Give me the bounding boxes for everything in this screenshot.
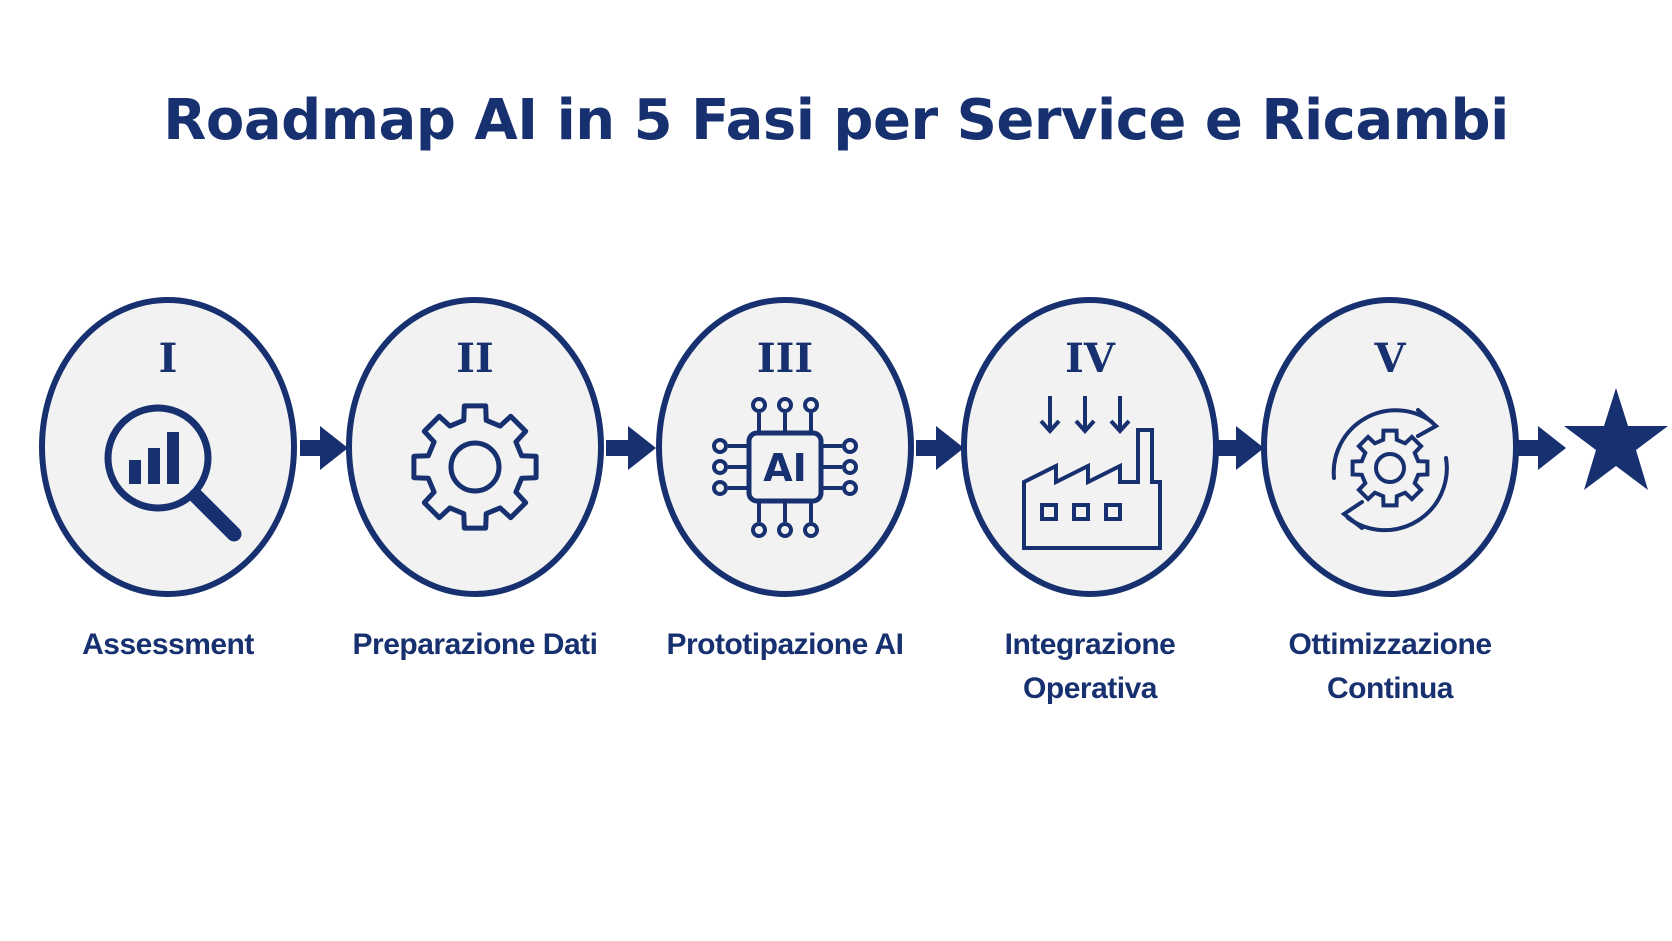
magnifier-bar-chart-icon (104, 404, 242, 542)
diagram-title: Roadmap AI in 5 Fasi per Service e Ricam… (163, 88, 1509, 153)
star-icon (1564, 388, 1668, 490)
arrow-1-2 (300, 426, 348, 470)
phase-3-numeral: III (757, 335, 813, 382)
phase-1: I Assessment (39, 297, 297, 661)
arrow-5-end (1518, 426, 1566, 470)
cycle-gear-icon (1331, 408, 1449, 533)
phase-5-circle (1261, 297, 1519, 597)
ai-chip-icon (712, 397, 858, 538)
phase-3-label-line-1: Prototipazione AI (666, 628, 903, 661)
phase-2-circle (346, 297, 604, 597)
phase-4-numeral: IV (1065, 335, 1116, 382)
arrow-2-3 (606, 426, 656, 470)
phase-5-label-line-2: Continua (1327, 672, 1454, 705)
phase-1-numeral: I (159, 335, 178, 382)
gear-icon (411, 403, 539, 531)
phase-4-label-line-2: Operativa (1023, 672, 1158, 705)
factory-icon (1022, 396, 1162, 550)
phase-2: II Preparazione Dati (346, 297, 604, 661)
phase-4-label-line-1: Integrazione (1005, 628, 1176, 661)
phase-4: IV Integrazione Operativa (961, 297, 1219, 705)
phase-5: V Ottimizzazione Continua (1261, 297, 1519, 705)
phase-1-label-line-1: Assessment (82, 628, 254, 661)
phase-5-label-line-1: Ottimizzazione (1288, 628, 1491, 661)
ai-chip-text: AI (763, 446, 807, 490)
phase-3: III AI Prototipazione AI (656, 297, 914, 661)
arrow-4-5 (1216, 426, 1264, 470)
phase-5-numeral: V (1373, 335, 1406, 382)
arrow-3-4 (916, 426, 964, 470)
phase-2-numeral: II (456, 335, 493, 382)
phase-2-label-line-1: Preparazione Dati (353, 628, 598, 661)
phase-3-circle (656, 297, 914, 597)
